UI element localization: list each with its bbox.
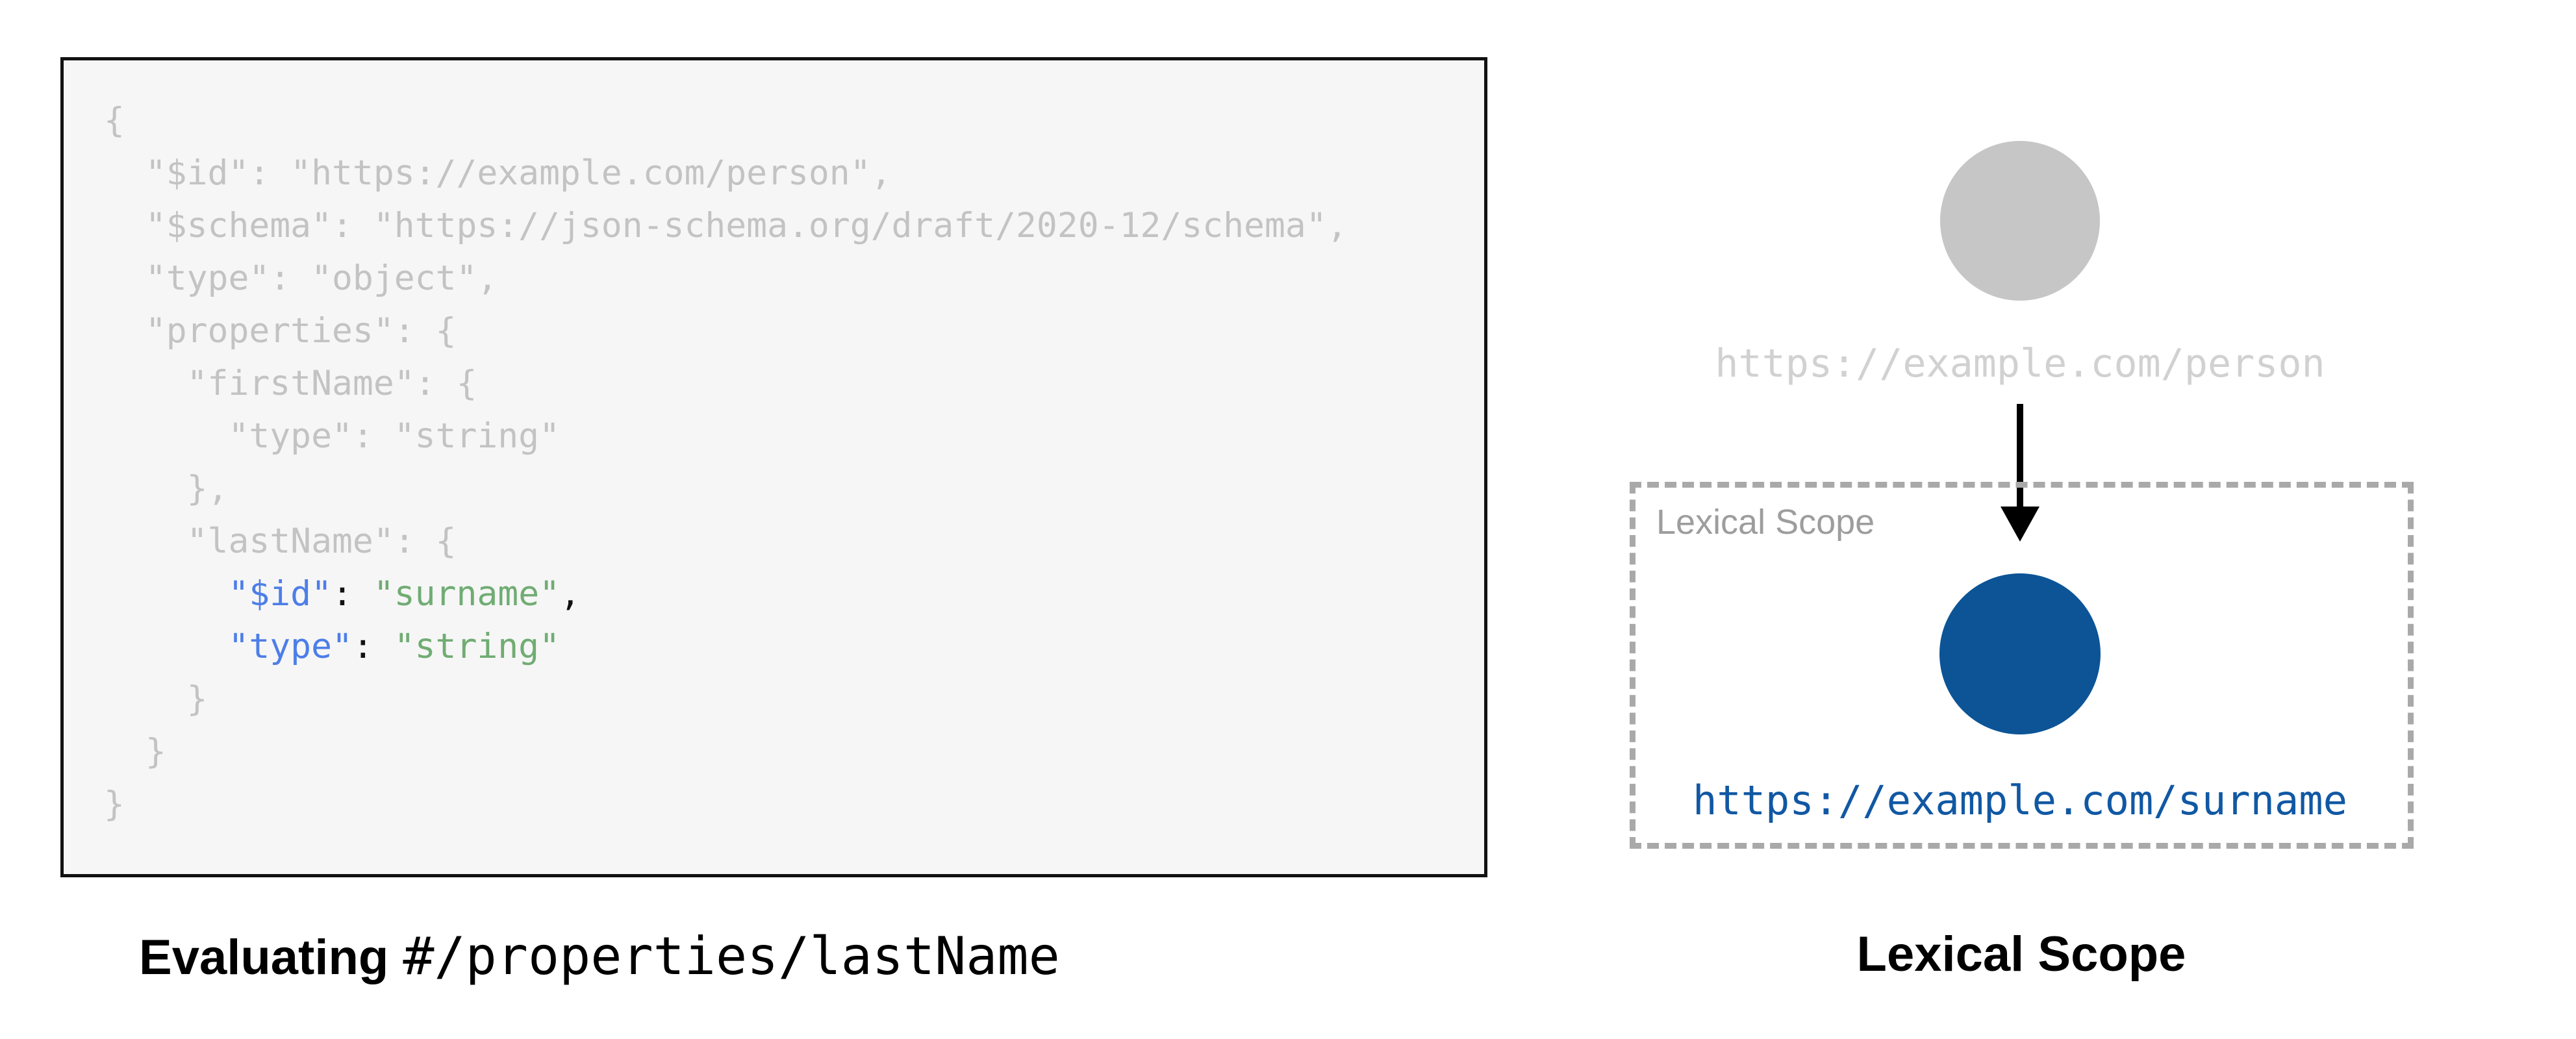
code-line: } [104,732,166,771]
left-caption-json-pointer: #/properties/lastName [403,926,1060,986]
code-line: "firstName": { [104,364,477,403]
code-line: { [104,101,125,140]
code-line: "type": "object", [104,258,498,298]
parent-schema-node-circle [1940,141,2100,301]
left-caption-label: Evaluating [139,930,389,985]
left-caption: Evaluating #/properties/lastName [139,926,1060,986]
lexical-scope-box: Lexical Scope [1630,482,2414,849]
code-line: } [104,679,208,719]
code-line: "$id": "surname", [228,574,581,614]
arrow-down-icon [2001,404,2039,542]
child-schema-uri: https://example.com/surname [1693,777,2347,824]
code-line: "type": "string" [228,627,561,666]
code-line: } [104,784,125,824]
lexical-scope-box-label: Lexical Scope [1656,503,1875,542]
code-line: }, [104,469,229,508]
code-line: "$schema": "https://json-schema.org/draf… [104,206,1348,245]
parent-schema-uri: https://example.com/person [1715,341,2325,386]
child-schema-node-circle [1939,573,2101,734]
code-line: "properties": { [104,311,457,351]
code-line: "type": "string" [104,416,560,456]
code-block: { "$id": "https://example.com/person", "… [64,60,1484,831]
code-line: "lastName": { [104,521,457,561]
right-caption: Lexical Scope [1856,927,2186,982]
json-schema-code-panel: { "$id": "https://example.com/person", "… [60,57,1487,877]
code-line: "$id": "https://example.com/person", [104,153,892,193]
